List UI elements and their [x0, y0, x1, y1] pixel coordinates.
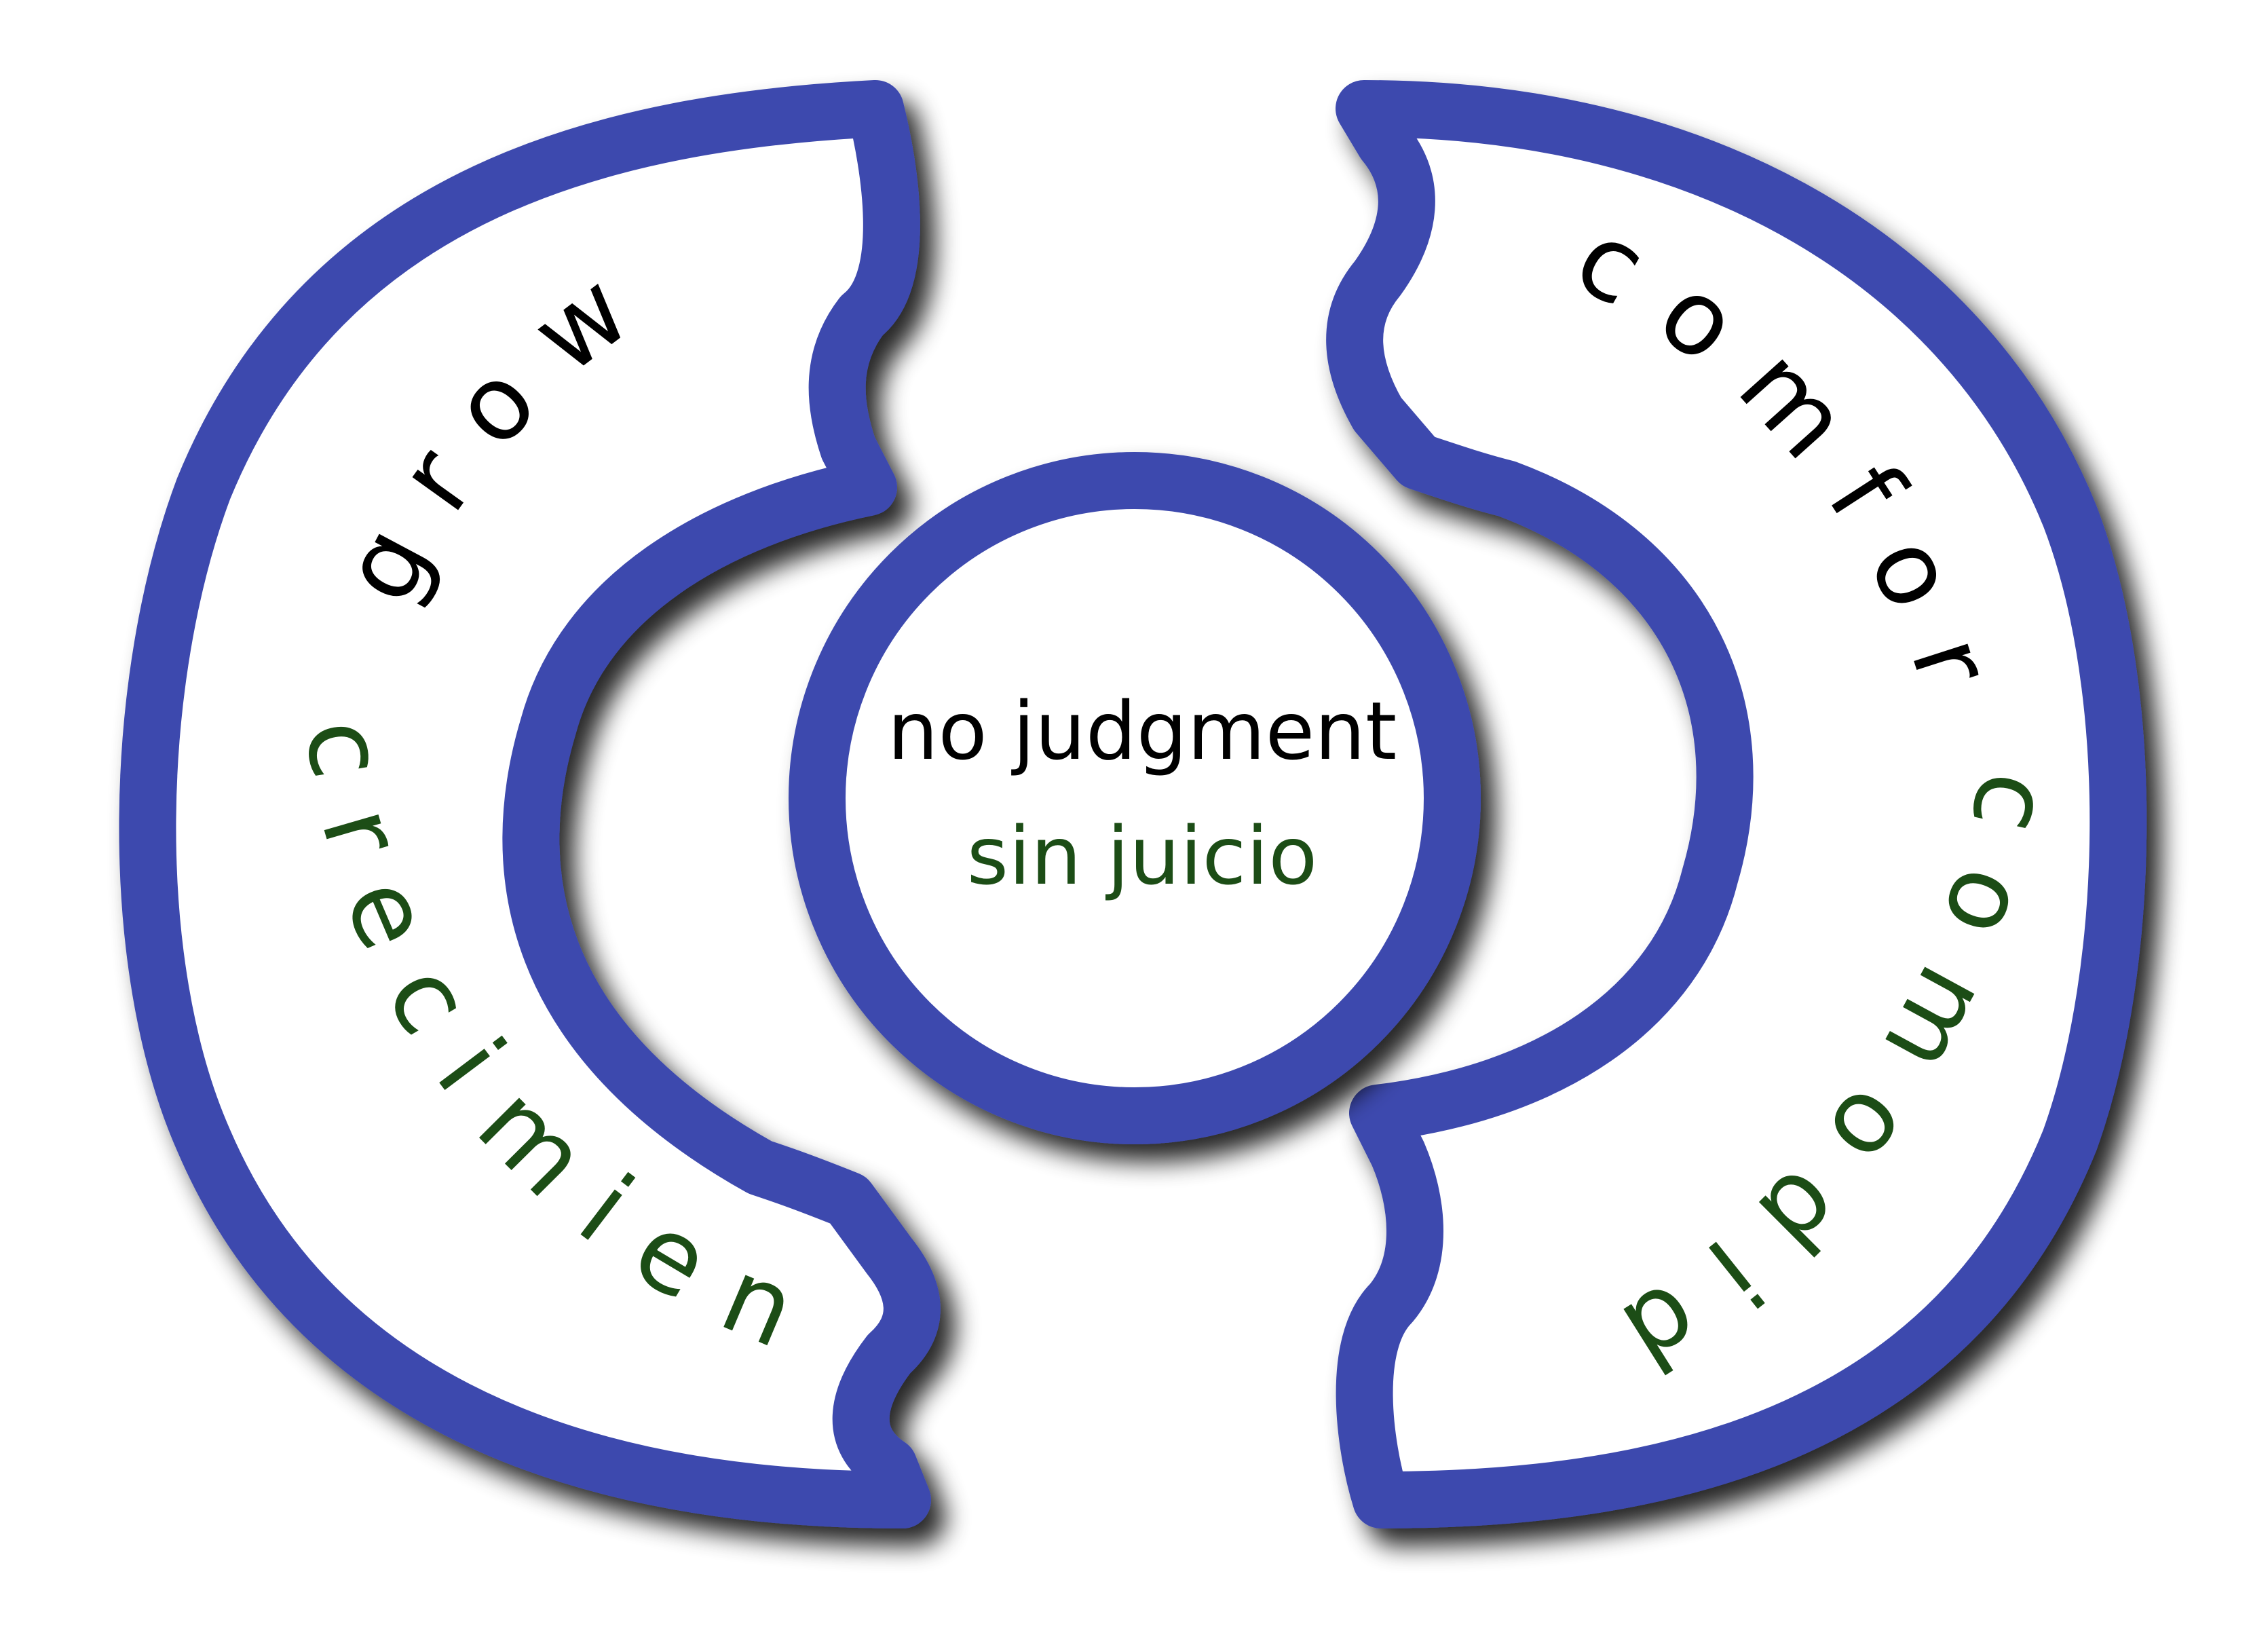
- no-judgment-label: no judgment: [888, 684, 1397, 778]
- center-circle-shape: [789, 452, 1481, 1144]
- growth-segment: growth crecimiento: [0, 0, 941, 1528]
- no-judgment-circle: no judgment sin juicio: [789, 452, 1481, 1144]
- comfort-segment-shape: [1326, 80, 2147, 1528]
- sin-juicio-label: sin juicio: [967, 809, 1318, 903]
- growth-segment-shape: [119, 80, 941, 1528]
